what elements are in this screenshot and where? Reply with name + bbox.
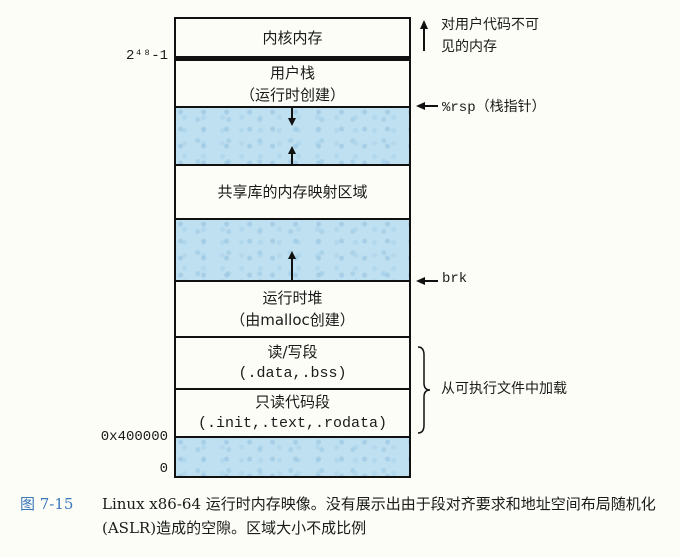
region-bottom-gap (174, 437, 411, 477)
region-label: 用户栈 (269, 64, 315, 82)
stack-growth-arrow-shaft (291, 108, 293, 120)
stack-grows-down-arrow-icon (288, 118, 296, 126)
rsp-label: %rsp（栈指针） (442, 100, 546, 116)
divider-line (174, 17, 411, 19)
rsp-pointer-arrow-icon (416, 102, 425, 110)
kernel-up-arrow-icon (420, 20, 428, 29)
region-label: 运行时堆 (262, 289, 323, 307)
right-curly-brace-icon (417, 346, 431, 434)
divider-line (174, 164, 411, 166)
region-sublabel: (.init,.text,.rodata) (197, 415, 388, 432)
address-label-zero: 0 (159, 461, 168, 477)
region-read-write-segment: 读/写段 (.data,.bss) (174, 337, 411, 389)
region-sublabel: (.data,.bss) (238, 365, 347, 382)
divider-line (174, 336, 411, 338)
mmap-grows-up-arrow-icon (288, 146, 296, 154)
region-runtime-heap: 运行时堆 （由malloc创建） (174, 281, 411, 337)
region-read-only-code-segment: 只读代码段 (.init,.text,.rodata) (174, 389, 411, 437)
divider-line (174, 388, 411, 390)
kernel-note-line2: 见的内存 (441, 39, 497, 55)
kernel-up-arrow-shaft (423, 28, 425, 51)
brk-pointer-arrow-icon (416, 277, 425, 285)
divider-line (174, 106, 411, 108)
address-label-top: 2⁴⁸-1 (125, 48, 168, 64)
mmap-growth-arrow-shaft (291, 153, 293, 165)
region-label: 只读代码段 (254, 393, 330, 411)
divider-line (174, 436, 411, 438)
brk-pointer-arrow-shaft (424, 280, 438, 282)
region-user-stack: 用户栈 （运行时创建） (174, 61, 411, 107)
rsp-pointer-arrow-shaft (424, 105, 438, 107)
brk-label: brk (442, 271, 468, 287)
heap-grows-up-arrow-icon (288, 251, 296, 259)
divider-line (174, 218, 411, 220)
divider-line (174, 56, 411, 61)
figure-caption-text: Linux x86-64 运行时内存映像。没有展示出由于段对齐要求和地址空间布局… (102, 495, 656, 537)
region-label: 内核内存 (262, 28, 323, 47)
region-sublabel: （运行时创建） (239, 86, 345, 104)
divider-line (174, 280, 411, 282)
region-sublabel: （由malloc创建） (230, 311, 355, 329)
region-shared-libraries: 共享库的内存映射区域 (174, 165, 411, 219)
loaded-from-executable-label: 从可执行文件中加载 (441, 381, 567, 397)
divider-line (174, 476, 411, 478)
region-label: 共享库的内存映射区域 (217, 183, 368, 201)
address-label-code-start: 0x400000 (100, 429, 168, 445)
kernel-note-line1: 对用户代码不可 (441, 17, 539, 33)
region-label: 读/写段 (267, 343, 318, 361)
region-kernel-memory: 内核内存 (174, 18, 411, 57)
heap-growth-arrow-shaft (291, 258, 293, 281)
figure-number: 图 7-15 (20, 495, 74, 513)
